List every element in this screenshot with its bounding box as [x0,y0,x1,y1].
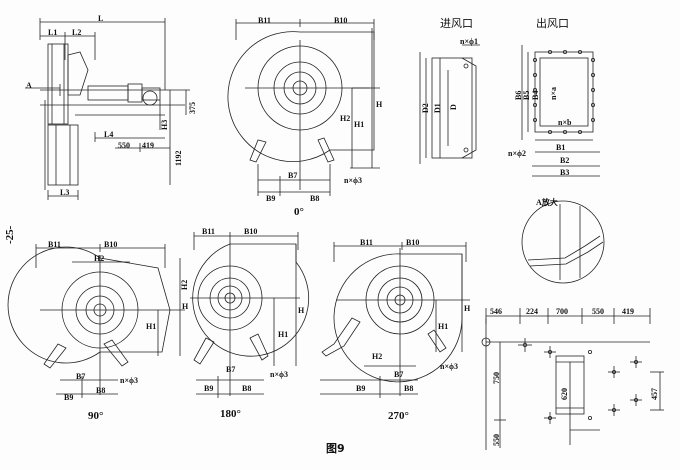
dim-L3: L3 [60,188,70,197]
plan-550-vertical: 550 [492,434,501,446]
outlet-drawing [521,45,600,177]
fan0-B8: B8 [310,194,320,203]
figure-caption: 图9 [326,442,345,455]
fan270-B11: B11 [360,238,373,247]
plan-750: 750 [492,372,501,384]
fan180-B8: B8 [242,384,252,393]
outlet-B3: B3 [560,168,570,177]
fan90-B9: B9 [64,393,74,402]
dim-419-side: 419 [142,141,154,150]
fan270-B10: B10 [406,238,420,247]
fan180-B10: B10 [244,227,258,236]
angle-180-caption: 180° [220,408,241,420]
plan-700: 700 [556,307,568,316]
inlet-D1: D1 [433,103,442,113]
fan-180-drawing [190,232,310,398]
fan-0-drawing [227,19,380,196]
fan180-B7: B7 [226,365,236,374]
fan180-H: H [298,306,305,315]
plan-457: 457 [650,388,659,400]
fan90-B10: B10 [104,240,118,249]
plan-620: 620 [560,388,569,400]
fan90-B8: B8 [96,386,106,395]
fan270-H2: H2 [372,352,383,361]
dim-L1: L1 [48,28,58,37]
dim-L: L [98,14,104,23]
fan270-holes: n×ϕ3 [440,362,458,371]
inlet-D2: D2 [421,103,430,113]
fan180-H1: H1 [278,330,289,339]
outlet-header: 出风口 [536,17,569,30]
fan180-B11: B11 [202,227,215,236]
fan0-B9: B9 [266,194,276,203]
detail-a-header: A放大 [536,198,558,207]
outlet-holes: n×ϕ2 [508,149,526,158]
fan0-H1: H1 [354,120,365,129]
outlet-B1: B1 [556,143,566,152]
angle-90-caption: 90° [88,410,104,422]
plan-224: 224 [526,307,538,316]
detail-a-drawing [521,200,605,284]
outlet-B5: B5 [522,90,531,100]
fan270-B9: B9 [356,384,366,393]
dim-550-side: 550 [118,141,130,150]
dim-H3: H3 [160,119,169,130]
outlet-na: n×a [549,86,558,100]
fan270-B7: B7 [394,370,404,379]
fan180-holes: n×ϕ3 [270,370,288,379]
fan0-H: H [376,100,383,109]
fan270-B8: B8 [404,384,414,393]
outlet-B2: B2 [560,156,570,165]
fan0-H2: H2 [340,114,351,123]
fan90-H2: H2 [94,254,105,263]
dim-L2: L2 [72,28,82,37]
fan90-H1: H1 [146,322,157,331]
angle-270-caption: 270° [388,410,409,422]
fan180-B9: B9 [204,384,214,393]
page-number: -25- [4,225,16,244]
fan90-holes: n×ϕ3 [120,376,138,385]
dim-1192: 1192 [174,150,183,166]
inlet-holes: n×ϕ1 [460,37,478,46]
fan90-H: H [182,302,189,311]
fan0-B11: B11 [258,16,271,25]
side-view-drawing [25,18,190,200]
angle-0-caption: 0° [294,206,304,218]
fan180-H2: H2 [180,279,189,290]
outlet-nb: n×b [558,118,572,127]
fan0-B7: B7 [288,171,298,180]
dim-375: 375 [188,102,197,114]
fan-90-drawing [7,244,185,398]
outlet-B4: B4 [531,90,540,100]
fan-270-drawing [320,242,470,398]
base-plan-drawing [481,308,664,450]
inlet-drawing [419,44,480,164]
fan0-holes: n×ϕ3 [344,176,362,185]
fan0-B10: B10 [334,16,348,25]
section-mark-A: A [26,81,32,90]
inlet-header: 进风口 [440,17,473,30]
plan-550: 550 [592,307,604,316]
inlet-D: D [449,104,458,110]
dim-L4: L4 [104,130,114,139]
fan90-B7: B7 [76,372,86,381]
fan270-H1: H1 [438,322,449,331]
fan270-H: H [464,304,471,313]
plan-546: 546 [490,307,502,316]
plan-419: 419 [622,307,634,316]
fan90-B11: B11 [48,240,61,249]
